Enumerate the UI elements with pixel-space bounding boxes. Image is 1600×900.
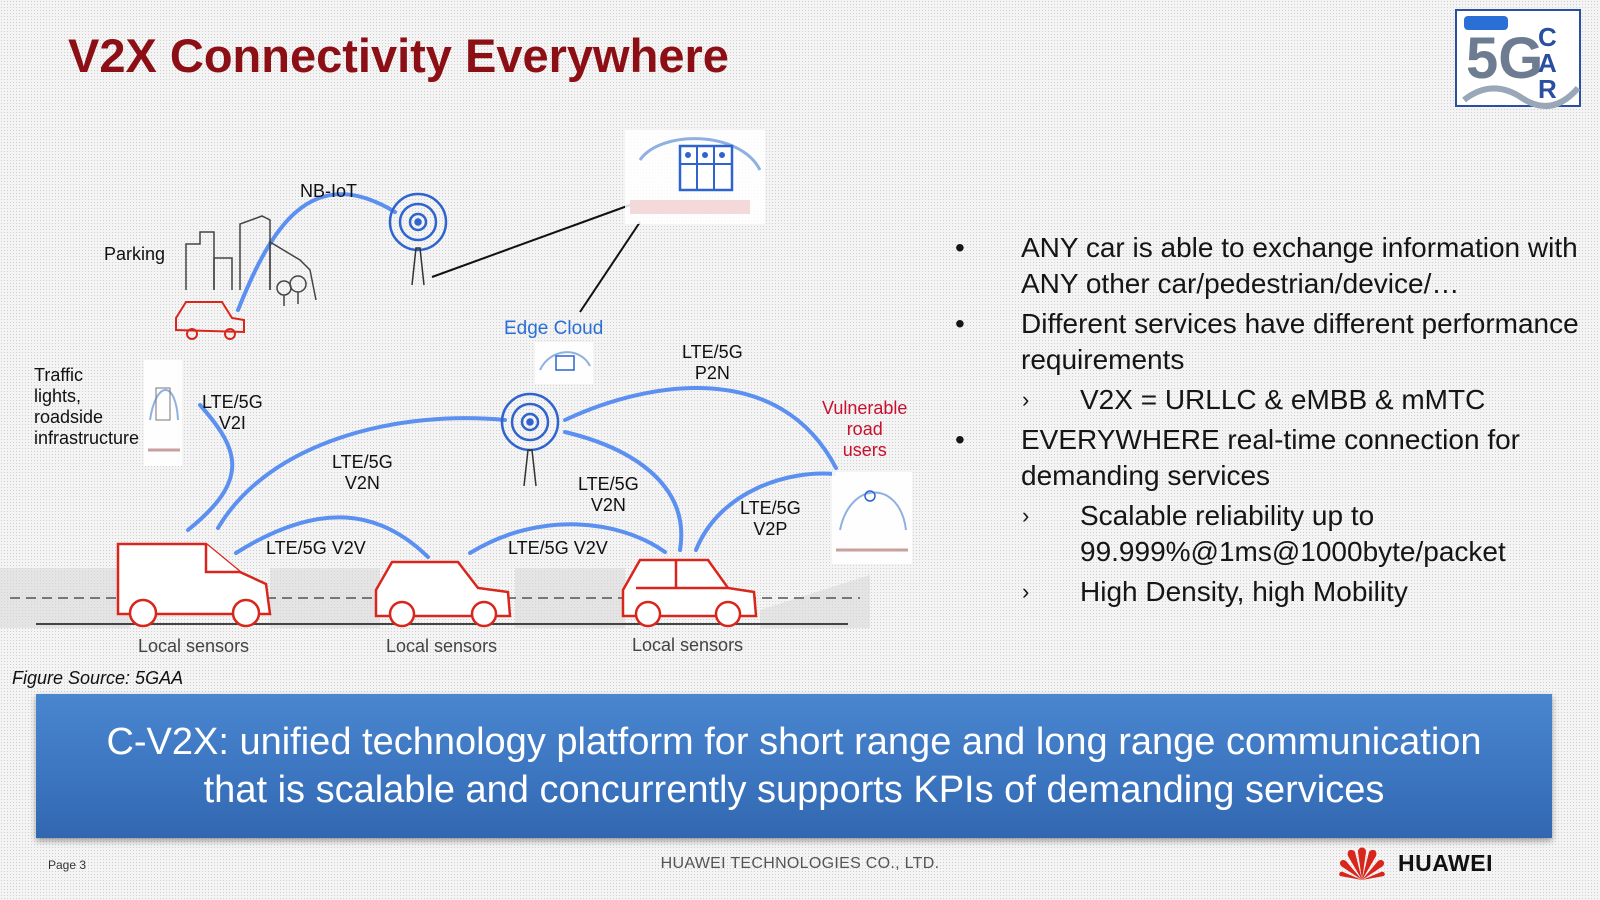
page-number: Page 3 — [48, 858, 87, 872]
bullet-text: Different services have different perfor… — [1021, 308, 1579, 375]
bullet-marker: • — [955, 424, 965, 455]
local-sensors-label-1: Local sensors — [138, 636, 250, 656]
parking-label: Parking — [104, 244, 166, 264]
v2v-right-label: LTE/5G V2V — [508, 538, 608, 558]
sub-bullet-item: › High Density, high Mobility — [955, 574, 1595, 610]
v2i-link — [186, 403, 235, 532]
slide-title: V2X Connectivity Everywhere — [68, 29, 729, 82]
v2p-label-line-2: V2P — [753, 519, 788, 539]
local-sensors-label-2: Local sensors — [386, 636, 498, 656]
city-buildings — [185, 215, 317, 306]
banner-line-2: that is scalable and concurrently suppor… — [203, 769, 1385, 811]
huawei-logo-icon — [1339, 847, 1385, 880]
vru-label-line-3: users — [842, 440, 887, 460]
links — [186, 192, 838, 559]
v2p-label: LTE/5G V2P — [740, 498, 801, 540]
svg-text:C: C — [1538, 22, 1557, 52]
nbiot-label: NB-IoT — [300, 181, 358, 201]
v2i-label: LTE/5G V2I — [202, 392, 263, 434]
nbiot-link — [236, 192, 397, 312]
sub-bullet-marker: › — [1022, 503, 1030, 528]
bullet-text: ANY car is able to exchange information … — [1021, 232, 1578, 299]
edge-cloud-label: Edge Cloud — [504, 318, 604, 339]
p2n-label-line-1: LTE/5G — [682, 342, 743, 362]
traffic-label-line-2: lights, — [34, 386, 82, 406]
road-shade-right — [760, 575, 870, 628]
parking-car-icon — [175, 301, 245, 340]
bullet-text: Scalable reliability up to 99.999%@1ms@1… — [1080, 500, 1506, 567]
sub-bullet-marker: › — [1022, 579, 1030, 604]
traffic-infrastructure-thumbnail — [144, 360, 182, 466]
summary-banner: C-V2X: unified technology platform for s… — [36, 694, 1552, 838]
v2n-right-link — [563, 430, 684, 552]
v2n-right-label-line-1: LTE/5G — [578, 474, 639, 494]
traffic-lights-label: Traffic lights, roadside infrastructure — [34, 365, 139, 449]
figure-source: Figure Source: 5GAA — [12, 668, 184, 688]
v2n-left-link — [216, 416, 507, 530]
banner-line-1: C-V2X: unified technology platform for s… — [106, 721, 1482, 763]
svg-text:5G: 5G — [1466, 26, 1543, 91]
v2x-diagram: NB-IoT Parking Traffic lights, roadside … — [0, 120, 930, 700]
bullet-marker: • — [955, 308, 965, 339]
v2n-right-label-line-2: V2N — [590, 495, 626, 515]
edge-tower-icon — [500, 392, 560, 487]
company-name: HUAWEI TECHNOLOGIES CO., LTD. — [660, 855, 940, 872]
v2n-left-label-line-2: V2N — [344, 473, 380, 493]
vulnerable-road-users-label: Vulnerable road users — [822, 398, 907, 461]
v2p-label-line-1: LTE/5G — [740, 498, 801, 518]
bullet-item: • EVERYWHERE real-time connection for de… — [955, 422, 1595, 494]
5gcar-logo: 5G C A R — [1455, 9, 1581, 109]
huawei-brand-text: HUAWEI — [1398, 850, 1493, 876]
bullet-text: EVERYWHERE real-time connection for dema… — [1021, 424, 1520, 491]
vru-label-line-1: Vulnerable — [822, 398, 908, 418]
v2n-left-label: LTE/5G V2N — [332, 452, 393, 494]
v2p-link — [694, 471, 836, 552]
p2n-link — [563, 386, 838, 470]
sub-bullet-item: › V2X = URLLC & eMBB & mMTC — [955, 382, 1595, 418]
v2i-label-line-1: LTE/5G — [202, 392, 263, 412]
backhaul-line-1 — [431, 204, 631, 278]
p2n-label-line-2: P2N — [694, 363, 730, 383]
v2n-right-label: LTE/5G V2N — [578, 474, 639, 516]
v2v-left-label: LTE/5G V2V — [266, 538, 366, 558]
vru-thumbnail — [832, 472, 912, 564]
v2v-left-link — [234, 515, 430, 559]
sub-bullet-item: › Scalable reliability up to 99.999%@1ms… — [955, 498, 1595, 570]
bullet-item: • ANY car is able to exchange informatio… — [955, 230, 1595, 302]
vehicle-van-icon — [116, 542, 272, 628]
traffic-label-line-3: roadside — [34, 407, 104, 427]
bullet-marker: • — [955, 232, 965, 263]
local-sensors-label-3: Local sensors — [632, 635, 744, 655]
bullet-item: • Different services have different perf… — [955, 306, 1595, 378]
p2n-label: LTE/5G P2N — [682, 342, 743, 384]
traffic-label-line-1: Traffic — [34, 365, 84, 385]
v2n-left-label-line-1: LTE/5G — [332, 452, 393, 472]
svg-text:R: R — [1538, 74, 1557, 104]
v2i-label-line-2: V2I — [218, 413, 246, 433]
v2v-right-link — [468, 522, 667, 555]
bullet-text: V2X = URLLC & eMBB & mMTC — [1080, 384, 1486, 415]
svg-text:A: A — [1538, 48, 1557, 78]
edge-cloud-thumbnail — [535, 342, 593, 384]
sub-bullet-marker: › — [1022, 387, 1030, 412]
vehicle-car-middle-icon — [374, 560, 512, 628]
vehicle-car-right-icon — [621, 558, 758, 628]
diagram-graphics — [0, 130, 912, 628]
cloud-datacenter-icon — [625, 130, 765, 224]
bullet-list: • ANY car is able to exchange informatio… — [955, 230, 1595, 614]
bullet-text: High Density, high Mobility — [1080, 576, 1408, 607]
nbiot-tower-icon — [388, 192, 448, 286]
vru-label-line-2: road — [846, 419, 883, 439]
backhaul-line-2 — [579, 221, 641, 313]
traffic-label-line-4: infrastructure — [34, 428, 140, 448]
road-shade-mid1 — [270, 568, 380, 628]
